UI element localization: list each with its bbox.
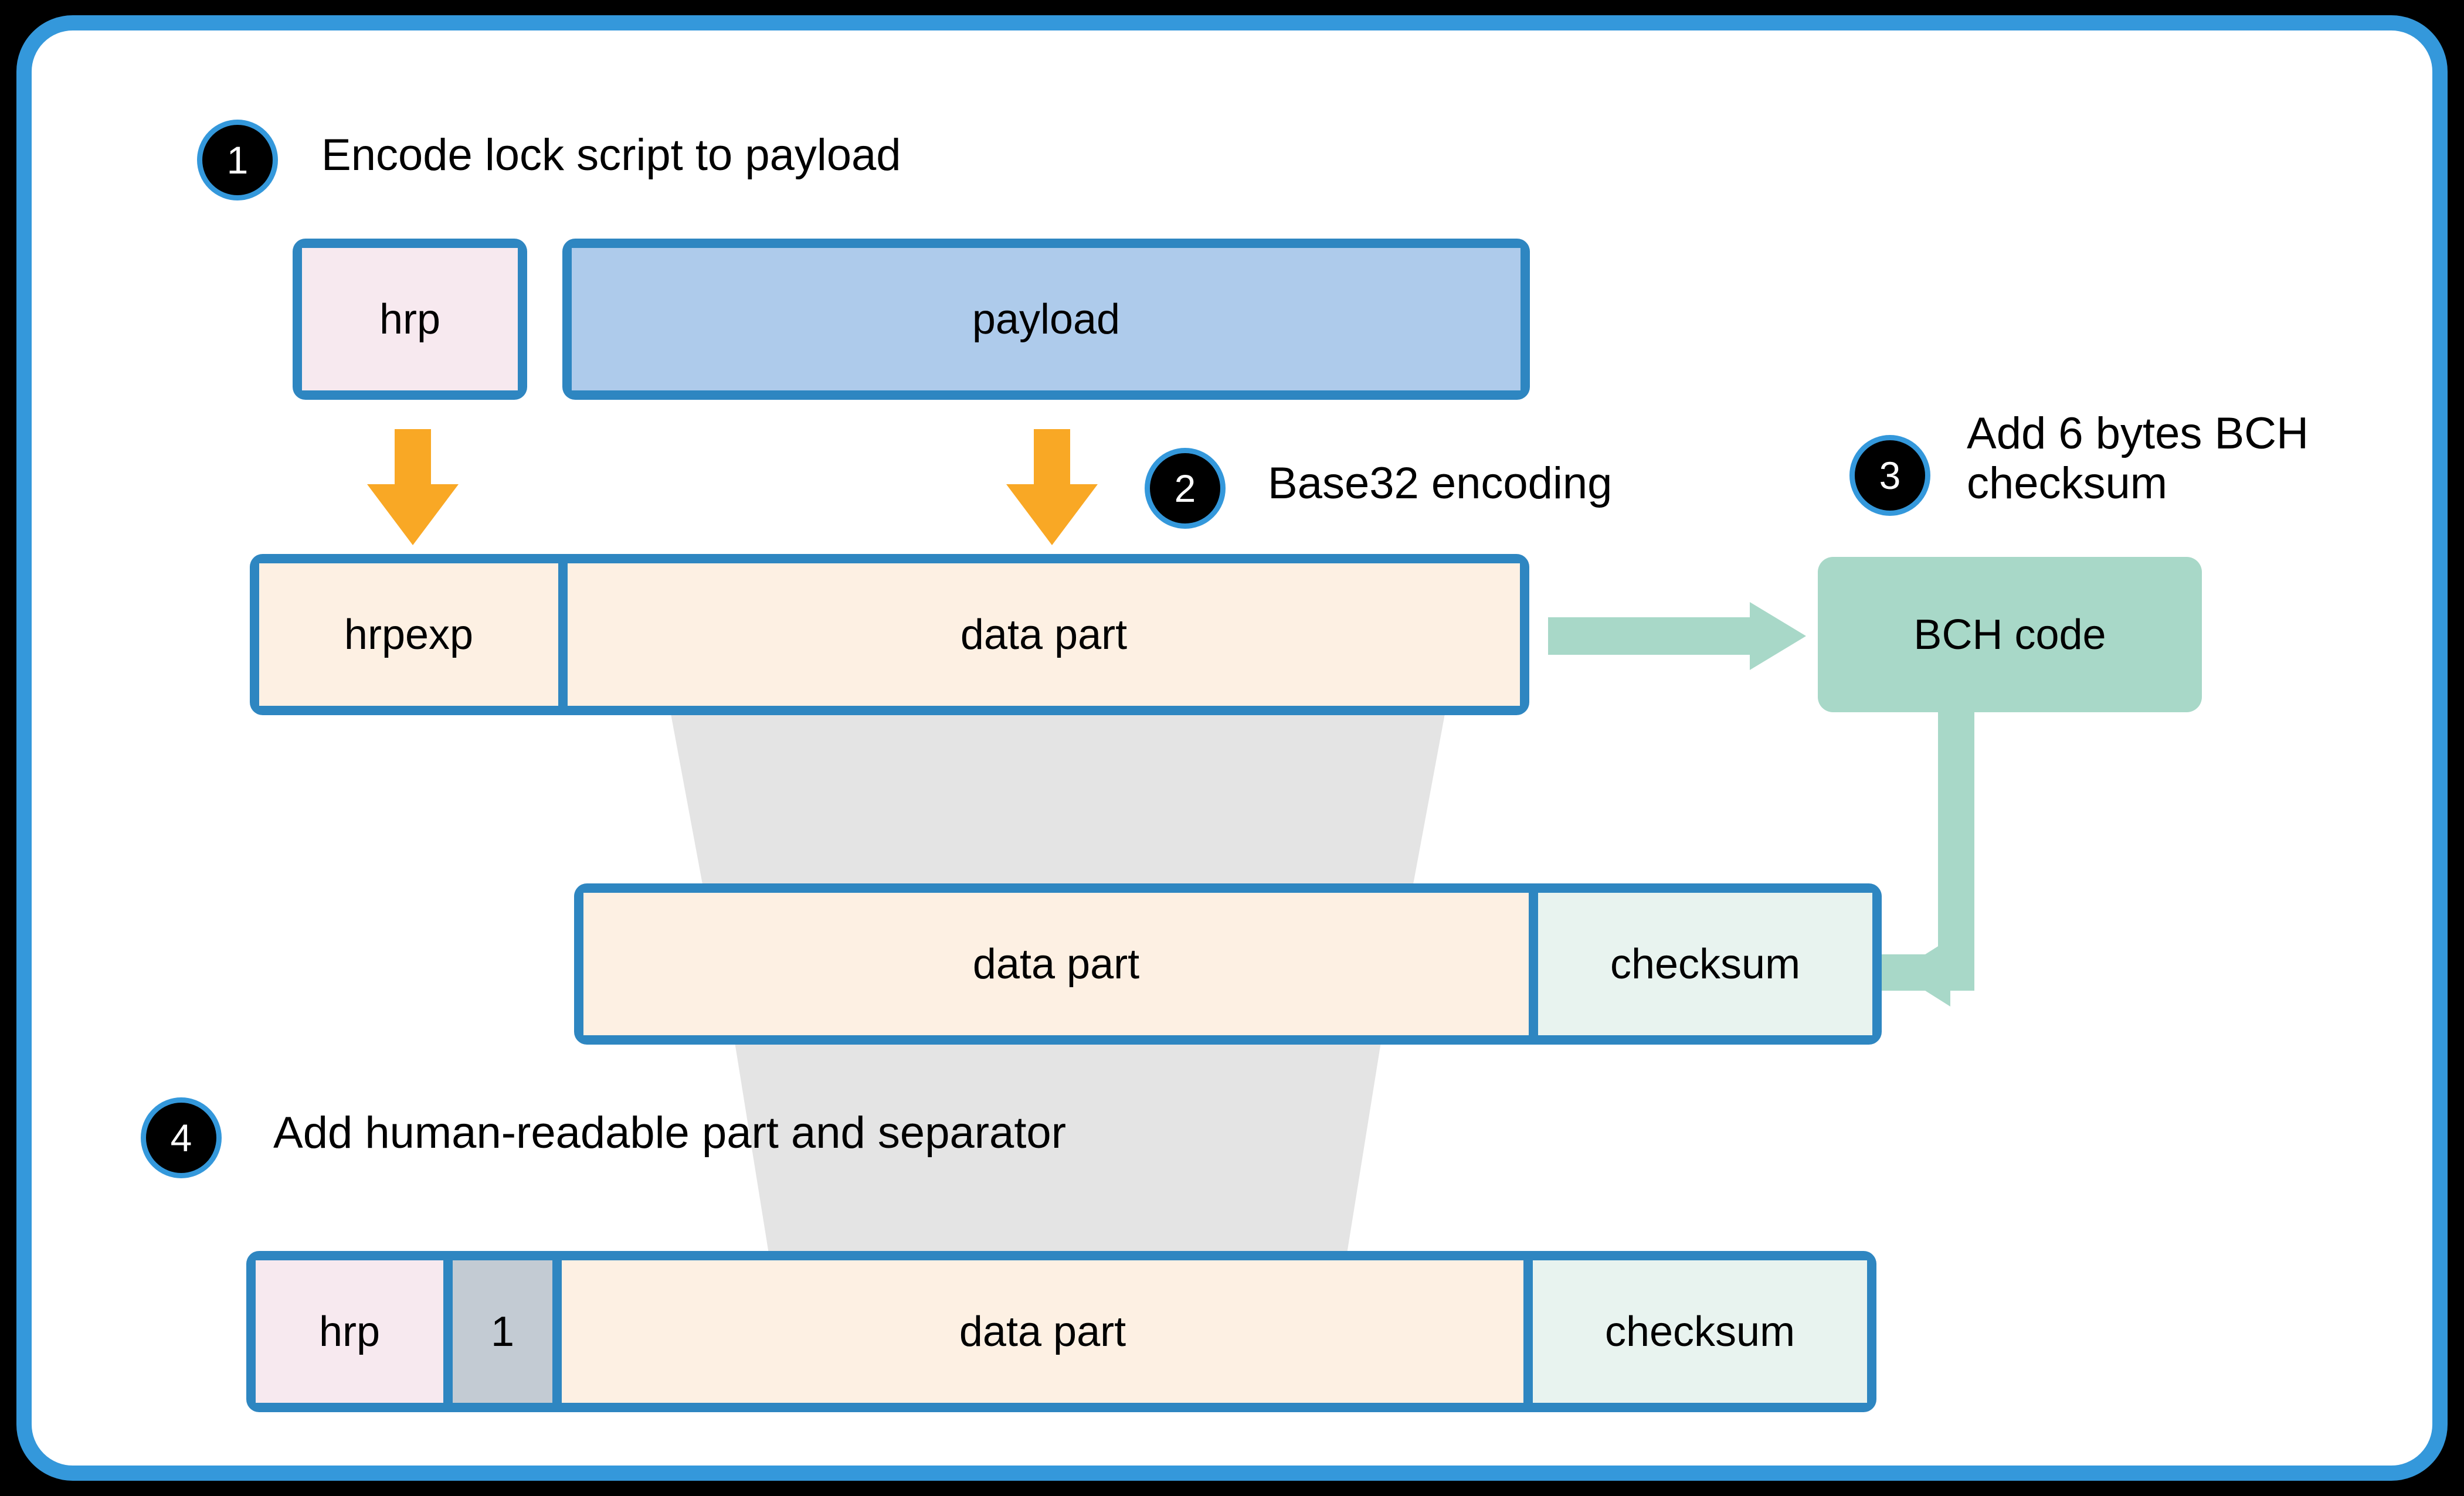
segment-checksum-row3: checksum [1538,893,1872,1035]
final-address-row: hrp 1 data part checksum [246,1251,1876,1412]
segment-hrp-row4: hrp [256,1260,443,1403]
arrow-down-hrp-icon [366,429,460,549]
segment-data-part-row2: data part [568,563,1520,706]
segment-payload: payload [572,248,1521,390]
step-label-1: Encode lock script to payload [321,130,901,180]
segment-checksum-row4: checksum [1533,1260,1867,1403]
segment-data-part-row3: data part [583,893,1529,1035]
lock-script-row: hrp [293,239,527,400]
diagram-frame: 1 Encode lock script to payload hrp payl… [16,15,2448,1481]
step-badge-2: 2 [1145,448,1226,529]
payload-row: payload [562,239,1530,400]
segment-data-part-row4: data part [562,1260,1523,1403]
step-badge-1: 1 [197,120,278,200]
step-badge-4: 4 [141,1097,222,1178]
step-label-4: Add human-readable part and separator [273,1108,1067,1158]
bch-code-label: BCH code [1913,611,2106,658]
segment-separator: 1 [453,1260,552,1403]
segment-hrpexp: hrpexp [259,563,558,706]
arrow-down-payload-icon [1005,429,1099,549]
base32-row: hrpexp data part [250,554,1529,715]
step-label-2: Base32 encoding [1268,458,1613,508]
arrow-elbow-bch-to-checksum-icon [1878,712,2046,1007]
step-badge-3: 3 [1849,435,1930,516]
bch-code-box: BCH code [1818,557,2202,712]
segment-hrp: hrp [302,248,518,390]
checksum-row: data part checksum [574,883,1882,1045]
step-label-3: Add 6 bytes BCH checksum [1967,409,2309,509]
arrow-right-bch-icon [1548,602,1806,670]
